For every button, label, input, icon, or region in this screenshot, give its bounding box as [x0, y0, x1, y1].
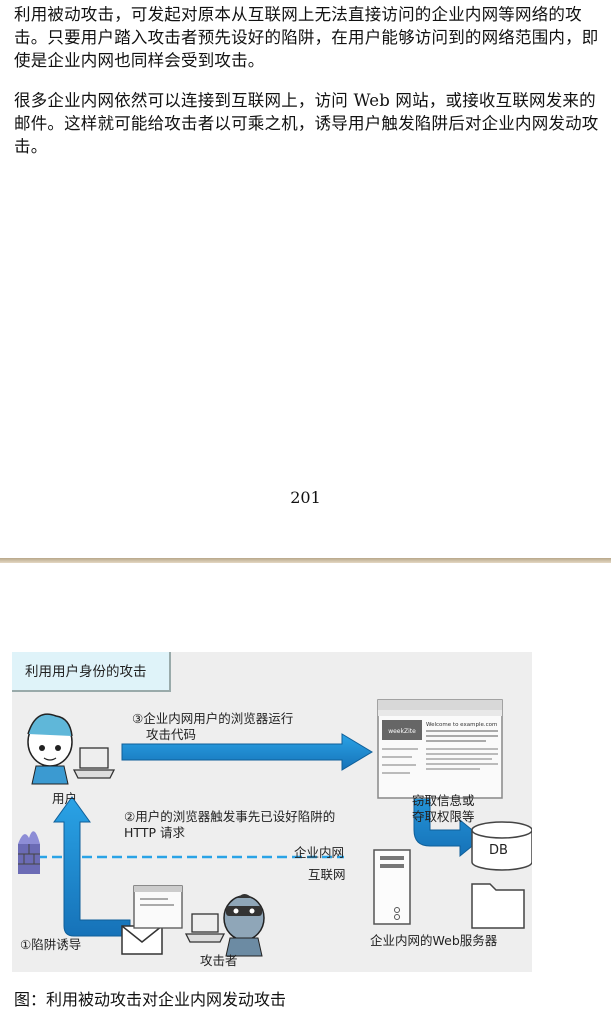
- page-divider: [0, 558, 611, 563]
- steal-label-line1: 窃取信息或: [412, 793, 475, 808]
- user-character: [27, 713, 73, 785]
- browser-site-title: Welcome to example.com: [426, 722, 497, 728]
- email-envelope-icon: [121, 925, 163, 955]
- attack-diagram: weekZite Welcome to example.com: [12, 652, 532, 972]
- arrow-step3: [121, 733, 373, 771]
- step3-label-line1: ③企业内网用户的浏览器运行: [132, 711, 294, 726]
- step3-label-line2: 攻击代码: [146, 727, 197, 742]
- step1-label: ①陷阱诱导: [20, 937, 82, 952]
- db-label: DB: [489, 843, 508, 858]
- folder-icon: [471, 883, 525, 929]
- diagram-graphics: weekZite Welcome to example.com: [18, 699, 532, 957]
- user-label: 用户: [52, 791, 78, 806]
- browser-logo-text: weekZite: [388, 728, 416, 735]
- internet-label: 互联网: [308, 867, 346, 882]
- step2-label-line2: HTTP 请求: [124, 825, 185, 840]
- figure-caption: 图：利用被动攻击对企业内网发动攻击: [14, 990, 287, 1009]
- web-server-label: 企业内网的Web服务器: [370, 933, 498, 948]
- figure-title: 利用用户身份的攻击: [12, 652, 171, 692]
- paragraph-detail: 很多企业内网依然可以连接到互联网上，访问 Web 网站，或接收互联网发来的邮件。…: [14, 91, 599, 156]
- steal-label-line2: 夺取权限等: [412, 809, 475, 824]
- user-laptop-icon: [72, 747, 116, 779]
- database-icon: [471, 821, 532, 871]
- intranet-label: 企业内网: [294, 845, 345, 860]
- arrow-steal: [413, 769, 483, 858]
- paragraph-intro: 利用被动攻击，可发起对原本从互联网上无法直接访问的企业内网等网络的攻击。只要用户…: [14, 5, 599, 70]
- firewall-icon: [18, 831, 40, 874]
- attacker-character: [223, 894, 265, 957]
- web-server-icon: [373, 849, 411, 925]
- trap-webpage-icon: [133, 885, 183, 929]
- attacker-label: 攻击者: [200, 953, 238, 968]
- arrow-step1: [53, 796, 131, 937]
- page-number: 201: [290, 488, 321, 507]
- step2-label-line1: ②用户的浏览器触发事先已设好陷阱的: [124, 809, 336, 824]
- browser-window-icon: weekZite Welcome to example.com: [377, 699, 503, 799]
- attacker-laptop-icon: [184, 913, 226, 943]
